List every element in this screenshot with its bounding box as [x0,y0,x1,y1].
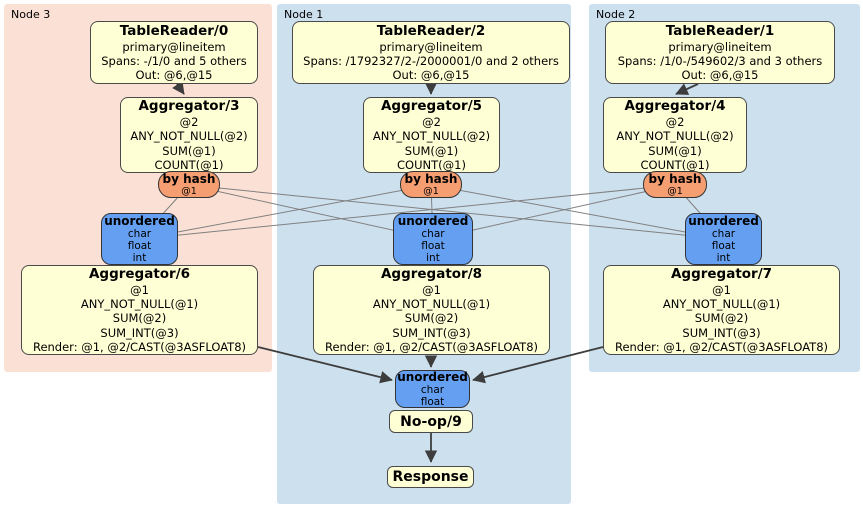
processor-response: Response [387,466,474,488]
processor-detail: SUM_INT(@3) [682,325,761,340]
router-by-hash-node1: by hash @1 [400,171,462,198]
edge-hash1-un2 [430,184,724,240]
processor-aggregator-4: Aggregator/4 @2 ANY_NOT_NULL(@2) SUM(@1)… [603,97,747,173]
processor-detail: primary@lineitem [379,39,483,54]
processor-tablereader-1: TableReader/1 primary@lineitem Spans: /1… [605,21,835,84]
processor-detail: Spans: /1792327/2-/2000001/0 and 2 other… [303,53,559,68]
processor-detail: @1 [130,283,149,297]
router-title: by hash [404,171,458,186]
processor-title: Aggregator/4 [624,98,726,115]
router-detail: @1 [181,185,197,197]
router-by-hash-node2: by hash @1 [643,171,707,198]
edge-agg7-unfinal [472,346,604,384]
processor-detail: primary@lineitem [668,39,772,54]
sync-col: char [711,228,736,240]
processor-detail: ANY_NOT_NULL(@1) [80,297,199,312]
edge-hash2-un1 [432,184,676,240]
processor-aggregator-6: Aggregator/6 @1 ANY_NOT_NULL(@1) SUM(@2)… [21,265,258,355]
sync-col: float [420,396,445,408]
processor-detail: @1 [712,283,731,297]
router-title: by hash [162,171,216,186]
processor-title: Aggregator/6 [88,266,191,282]
processor-detail: Out: @6,@15 [681,68,759,83]
processor-noop-9: No-op/9 [389,410,473,433]
sync-unordered-node1: unordered char float int [393,213,473,265]
processor-title: No-op/9 [400,413,462,430]
processor-detail: SUM(@1) [648,143,702,158]
sync-col: int [426,252,440,264]
processor-detail: COUNT(@1) [397,157,466,172]
edge-hash2-un3 [139,184,676,240]
processor-detail: SUM(@2) [112,311,167,326]
processor-detail: @2 [179,115,199,130]
sync-col: int [716,252,731,264]
processor-detail: Out: @6,@15 [392,68,470,83]
region-node3-label: Node 3 [11,8,51,21]
processor-detail: Render: @1, @2/CAST(@3ASFLOAT8) [32,339,247,354]
edge-hash1-un3 [139,184,432,240]
processor-title: TableReader/1 [665,22,775,39]
processor-title: Aggregator/8 [380,266,483,282]
processor-aggregator-8: Aggregator/8 @1 ANY_NOT_NULL(@1) SUM(@2)… [313,265,550,355]
sync-unordered-final: unordered char float [395,370,470,408]
edge-tr0-agg3 [172,80,185,95]
processor-title: TableReader/0 [119,22,229,39]
processor-detail: SUM_INT(@3) [392,325,471,340]
processor-detail: COUNT(@1) [154,157,224,172]
processor-aggregator-3: Aggregator/3 @2 ANY_NOT_NULL(@2) SUM(@1)… [120,97,258,173]
processor-tablereader-2: TableReader/2 primary@lineitem Spans: /1… [292,21,570,84]
sync-col: float [421,240,445,252]
processor-detail: SUM_INT(@3) [100,325,179,340]
sync-title: unordered [397,214,469,228]
processor-detail: SUM(@1) [404,143,459,158]
processor-detail: SUM(@2) [694,311,749,326]
processor-detail: Render: @1, @2/CAST(@3ASFLOAT8) [614,339,829,354]
processor-title: Aggregator/5 [380,98,483,115]
processor-title: TableReader/2 [376,22,486,39]
processor-detail: SUM(@1) [162,143,216,158]
sync-col: char [421,228,445,240]
sync-title: unordered [397,370,468,384]
edge-tr1-agg4 [675,83,699,95]
sync-unordered-node2: unordered char float int [685,213,762,265]
processor-detail: primary@lineitem [122,39,226,54]
router-detail: @1 [667,185,683,197]
sync-unordered-node3: unordered char float int [101,213,178,265]
processor-detail: @2 [422,115,441,130]
processor-detail: SUM(@2) [404,311,459,326]
region-node2-label: Node 2 [596,8,636,21]
edge-hash3-un1 [188,184,434,240]
processor-detail: Out: @6,@15 [135,68,213,83]
processor-title: Response [392,469,469,485]
router-detail: @1 [423,185,439,197]
processor-title: Aggregator/7 [670,266,773,282]
processor-detail: ANY_NOT_NULL(@2) [372,129,491,144]
processor-aggregator-5: Aggregator/5 @2 ANY_NOT_NULL(@2) SUM(@1)… [363,97,500,173]
sync-title: unordered [104,214,175,228]
processor-aggregator-7: Aggregator/7 @1 ANY_NOT_NULL(@1) SUM(@2)… [603,265,840,355]
sync-title: unordered [688,214,759,228]
router-by-hash-node3: by hash @1 [158,171,220,198]
processor-detail: @2 [665,115,685,130]
sync-col: char [420,384,445,396]
processor-detail: ANY_NOT_NULL(@1) [662,297,781,312]
processor-tablereader-0: TableReader/0 primary@lineitem Spans: -/… [90,21,258,84]
edge-hash3-un2 [188,184,724,240]
sync-col: int [132,252,147,264]
processor-detail: Render: @1, @2/CAST(@3ASFLOAT8) [324,339,539,354]
processor-detail: Spans: -/1/0 and 5 others [101,53,247,68]
processor-detail: @1 [422,283,441,297]
processor-detail: ANY_NOT_NULL(@2) [616,129,734,144]
edge-agg6-unfinal [257,346,393,384]
processor-detail: Spans: /1/0-/549602/3 and 3 others [617,53,823,68]
processor-detail: ANY_NOT_NULL(@2) [130,129,248,144]
region-node1-label: Node 1 [284,8,324,21]
processor-title: Aggregator/3 [138,98,240,115]
sync-col: float [711,240,736,252]
sync-col: char [127,228,152,240]
sync-col: float [127,240,152,252]
processor-detail: ANY_NOT_NULL(@1) [372,297,491,312]
router-title: by hash [648,171,702,186]
processor-detail: COUNT(@1) [640,157,710,172]
